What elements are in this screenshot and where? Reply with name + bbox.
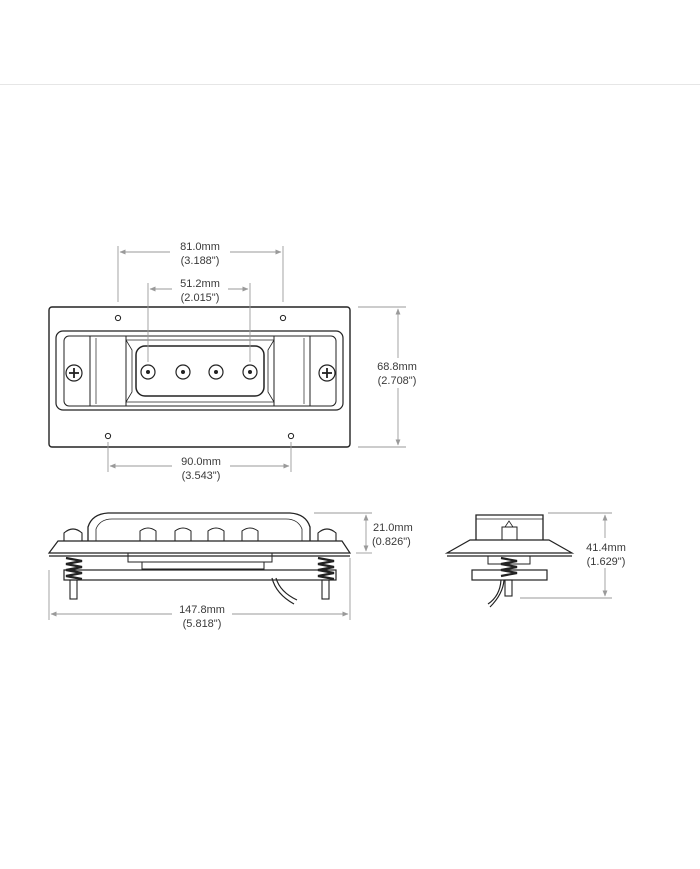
- spring-end: [500, 556, 518, 578]
- dimension-label-inch: (3.188"): [181, 255, 220, 267]
- top-view: 81.0mm (3.188") 51.2mm (2.015") 68.8mm (…: [48, 238, 424, 483]
- dimension-label-inch: (1.629"): [587, 556, 626, 568]
- pole-pieces: [140, 364, 258, 380]
- dimension-top-mount-spacing: 81.0mm (3.188"): [117, 238, 284, 302]
- dimension-label-mm: 147.8mm: [179, 604, 225, 616]
- lead-wire-end: [487, 579, 502, 605]
- mounting-hole: [104, 432, 112, 440]
- dimension-label-mm: 51.2mm: [180, 278, 220, 290]
- left-block: [89, 335, 127, 407]
- baseplate-side: [63, 569, 337, 581]
- dimension-label-inch: (2.708"): [378, 375, 417, 387]
- dimension-height: 68.8mm (2.708"): [358, 306, 424, 448]
- pole-piece: [208, 364, 224, 380]
- spring-left: [65, 556, 83, 581]
- dimension-label-mm: 90.0mm: [181, 456, 221, 468]
- pickup-cover-side: [87, 512, 311, 541]
- dimension-label-mm: 81.0mm: [180, 241, 220, 253]
- screw-left: [65, 364, 83, 382]
- dimension-bottom-mount-spacing: 90.0mm (3.543"): [107, 442, 292, 483]
- dimension-overall-depth: 41.4mm (1.629"): [520, 512, 634, 599]
- dimension-label-inch: (0.826"): [372, 536, 411, 548]
- mounting-plate-side: [47, 540, 352, 554]
- cavity-frame: [55, 330, 344, 411]
- pole-piece: [242, 364, 258, 380]
- screw-right: [318, 364, 336, 382]
- mounting-hole: [287, 432, 295, 440]
- top-divider: [0, 84, 700, 85]
- dimension-overall-length: 147.8mm (5.818"): [48, 558, 351, 631]
- side-view: 21.0mm (0.826") 147.8mm (5.818"): [47, 512, 423, 631]
- dimension-label-inch: (5.818"): [183, 618, 222, 630]
- dimension-label-inch: (3.543"): [182, 470, 221, 482]
- dimension-label-mm: 41.4mm: [586, 542, 626, 554]
- mounting-hole: [114, 314, 122, 322]
- pole-piece: [175, 364, 191, 380]
- mounting-plate: [48, 306, 351, 448]
- dimension-pole-spacing: 51.2mm (2.015"): [147, 275, 251, 362]
- pickup-cover-end: [475, 514, 544, 540]
- end-view: 41.4mm (1.629"): [444, 512, 634, 608]
- mounting-plate-end: [444, 539, 575, 554]
- right-block: [273, 335, 311, 407]
- mounting-hole: [279, 314, 287, 322]
- pole-piece: [140, 364, 156, 380]
- spring-right: [317, 556, 335, 581]
- lead-wire: [271, 577, 295, 605]
- cavity-inner: [63, 335, 337, 407]
- dimension-label-inch: (2.015"): [181, 292, 220, 304]
- pickup-bobbin: [135, 345, 265, 397]
- dimension-label-mm: 21.0mm: [373, 522, 413, 534]
- dimension-body-height: 21.0mm (0.826"): [314, 512, 423, 554]
- dimension-label-mm: 68.8mm: [377, 361, 417, 373]
